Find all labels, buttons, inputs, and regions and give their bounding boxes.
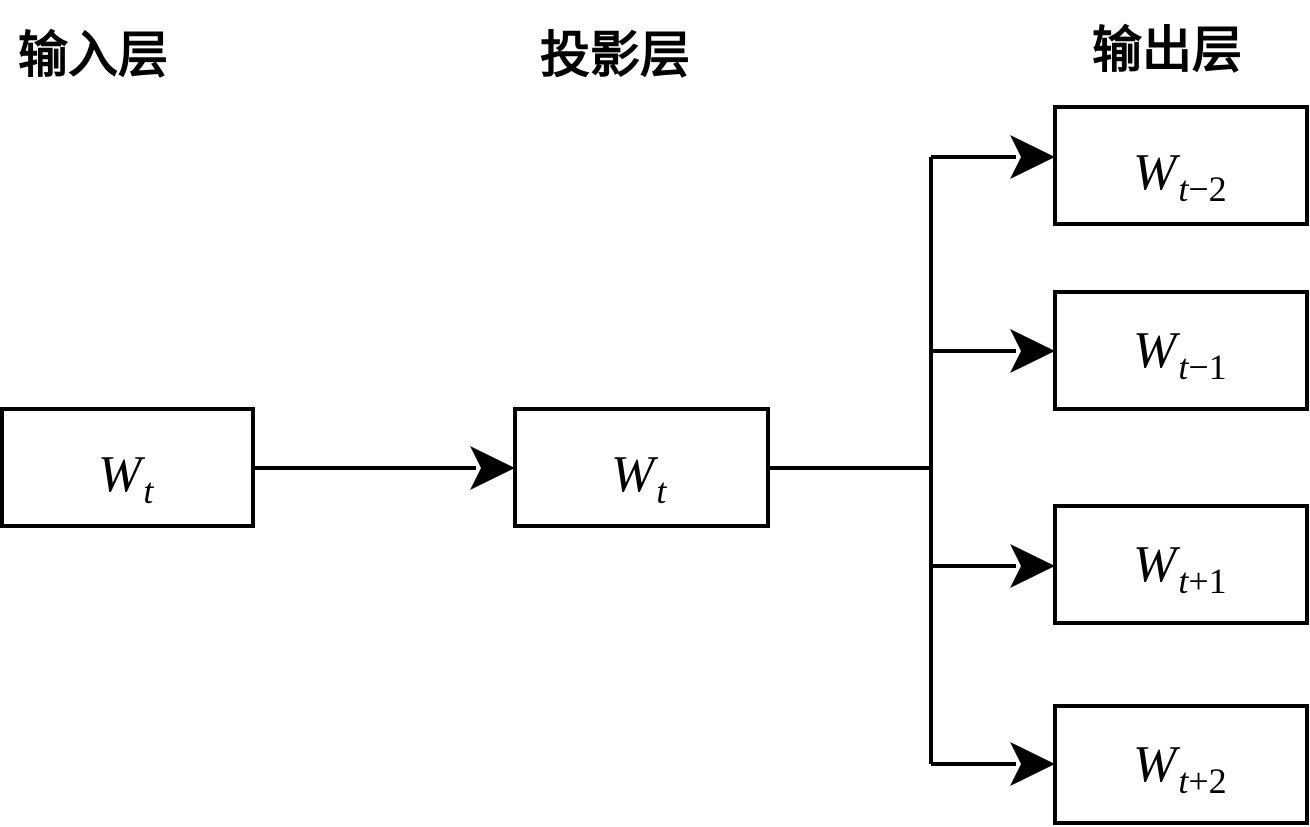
input-node-sub: t	[143, 471, 154, 511]
output-node-3: Wt+1	[1053, 504, 1309, 625]
output-node-1-sub: t	[1178, 169, 1189, 209]
input-node-box	[0, 407, 255, 528]
arrowhead-output-3	[1010, 544, 1055, 588]
output-node-4-sub: t	[1178, 761, 1189, 801]
input-node: Wt	[0, 407, 255, 528]
arrowhead-output-1	[1010, 135, 1055, 179]
output-node-1-label: Wt−2	[1133, 144, 1227, 209]
output-node-3-var: W	[1133, 536, 1181, 593]
output-node-4-var: W	[1133, 736, 1181, 793]
output-node-4-offset: +2	[1188, 761, 1226, 801]
projection-layer-title: 投影层	[540, 26, 690, 84]
output-node-4-box	[1053, 704, 1309, 825]
output-node-2-var: W	[1133, 322, 1181, 379]
input-node-label: Wt	[98, 446, 154, 511]
input-node-var: W	[98, 446, 146, 503]
output-node-1-box	[1053, 105, 1309, 226]
output-node-3-sub: t	[1178, 561, 1189, 601]
output-node-2: Wt−1	[1053, 290, 1309, 411]
output-node-2-label: Wt−1	[1133, 322, 1227, 387]
output-node-1: Wt−2	[1053, 105, 1309, 226]
projection-node-box	[513, 407, 770, 528]
output-node-2-sub: t	[1178, 347, 1189, 387]
output-node-1-offset: −2	[1188, 169, 1226, 209]
input-layer-title: 输入层	[18, 26, 168, 84]
output-node-4-label: Wt+2	[1133, 736, 1227, 801]
output-node-1-var: W	[1133, 144, 1181, 201]
projection-node-sub: t	[656, 471, 667, 511]
arrowhead-output-2	[1010, 329, 1055, 373]
output-node-3-box	[1053, 504, 1309, 625]
output-node-3-label: Wt+1	[1133, 536, 1227, 601]
arrowhead-output-4	[1010, 742, 1055, 786]
arrowhead-projection	[470, 446, 515, 490]
output-node-4: Wt+2	[1053, 704, 1309, 825]
projection-node-var: W	[611, 446, 659, 503]
projection-node: Wt	[513, 407, 770, 528]
output-node-2-offset: −1	[1188, 347, 1226, 387]
edges	[253, 135, 1055, 786]
output-node-3-offset: +1	[1188, 561, 1226, 601]
output-layer-title: 输出层	[1092, 21, 1242, 79]
projection-node-label: Wt	[611, 446, 667, 511]
output-node-2-box	[1053, 290, 1309, 411]
